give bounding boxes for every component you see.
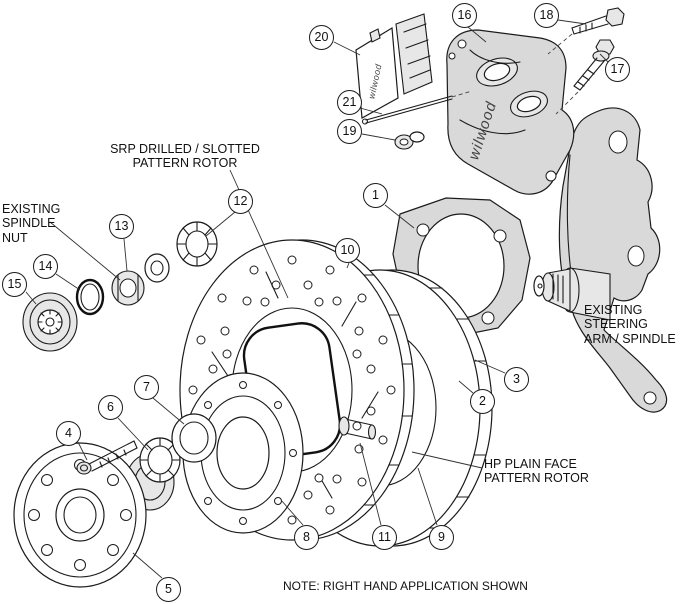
callout-12: 12 bbox=[228, 189, 253, 214]
wheel-stud bbox=[338, 416, 377, 440]
steering-knuckle bbox=[558, 107, 668, 413]
caliper-bolt-upper bbox=[571, 7, 625, 35]
label-srp-rotor: SRP DRILLED / SLOTTED PATTERN ROTOR bbox=[110, 142, 260, 171]
callout-3: 3 bbox=[504, 367, 529, 392]
callout-4: 4 bbox=[56, 421, 81, 446]
o-ring bbox=[75, 278, 105, 316]
callout-18: 18 bbox=[534, 3, 559, 28]
dust-cap bbox=[22, 292, 78, 352]
inner-bearing bbox=[139, 437, 181, 483]
callout-17: 17 bbox=[605, 57, 630, 82]
hub-bolt-4 bbox=[76, 440, 138, 475]
rotor-hat bbox=[182, 372, 304, 534]
callout-7: 7 bbox=[134, 375, 159, 400]
callout-5: 5 bbox=[156, 577, 181, 602]
callout-19: 19 bbox=[337, 119, 362, 144]
pad-retainer-pin bbox=[361, 90, 473, 125]
label-existing-spindle-nut: EXISTING SPINDLE NUT bbox=[2, 202, 61, 245]
hub bbox=[13, 442, 175, 588]
bearing-race bbox=[171, 413, 217, 463]
label-hp-rotor: HP PLAIN FACE PATTERN ROTOR bbox=[484, 457, 589, 486]
note-text: NOTE: RIGHT HAND APPLICATION SHOWN bbox=[283, 579, 528, 593]
label-existing-steering-arm: EXISTING STEERING ARM / SPINDLE bbox=[584, 303, 676, 346]
callout-6: 6 bbox=[98, 395, 123, 420]
spindle-washer bbox=[144, 253, 170, 283]
callout-21: 21 bbox=[337, 90, 362, 115]
callout-20: 20 bbox=[309, 25, 334, 50]
outer-bearing bbox=[176, 221, 218, 267]
callout-8: 8 bbox=[294, 525, 319, 550]
brake-pads: wilwood bbox=[355, 13, 433, 119]
spindle-shaft bbox=[533, 267, 611, 321]
spindle-nut bbox=[111, 270, 145, 306]
callout-11: 11 bbox=[372, 525, 397, 550]
callout-2: 2 bbox=[470, 389, 495, 414]
callout-1: 1 bbox=[363, 183, 388, 208]
callout-16: 16 bbox=[452, 3, 477, 28]
brake-caliper: wilwood bbox=[446, 29, 575, 195]
callout-10: 10 bbox=[335, 238, 360, 263]
callout-14: 14 bbox=[33, 254, 58, 279]
callout-15: 15 bbox=[2, 272, 27, 297]
callout-9: 9 bbox=[429, 525, 454, 550]
callout-13: 13 bbox=[109, 214, 134, 239]
pin-nut bbox=[394, 131, 425, 150]
